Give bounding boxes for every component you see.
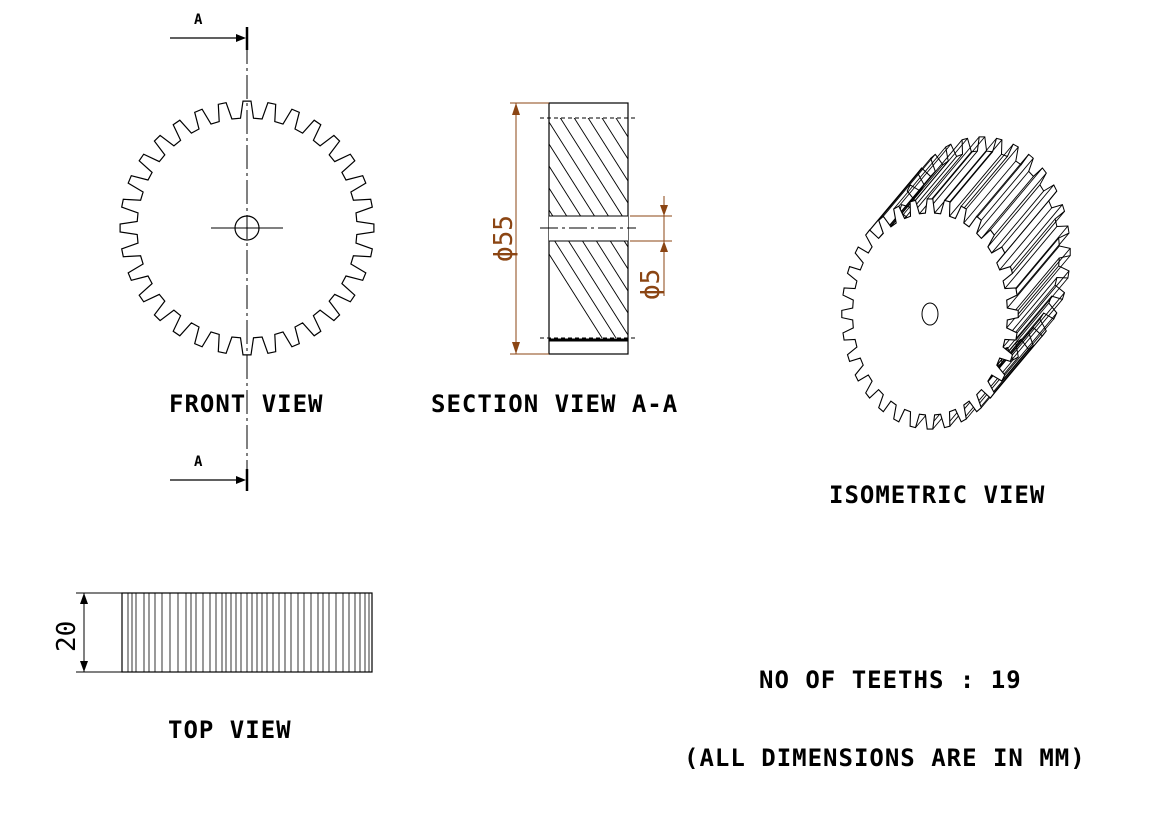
outer-diameter-dimension: ϕ55: [489, 215, 519, 262]
face-width-dimension: 20: [52, 620, 82, 652]
section-hatching: [549, 118, 628, 338]
isometric-view-label: ISOMETRIC VIEW: [829, 481, 1046, 509]
units-note: (ALL DIMENSIONS ARE IN MM): [684, 744, 1086, 772]
section-arrowhead-top: [236, 34, 246, 42]
front-gear-profile: [119, 100, 375, 356]
top-view-tooth-lines: [127, 593, 370, 672]
top-view-label: TOP VIEW: [168, 716, 292, 744]
front-view: [119, 27, 375, 491]
width-arrow-top: [80, 593, 88, 604]
front-view-label: FRONT VIEW: [169, 390, 324, 418]
section-view-label: SECTION VIEW A-A: [431, 390, 679, 418]
section-view: [510, 102, 672, 355]
section-marker-bottom-label: A: [194, 454, 204, 470]
isometric-gear: [841, 136, 1071, 430]
teeth-count-note: NO OF TEETHS : 19: [759, 666, 1022, 694]
isometric-view: [841, 136, 1071, 430]
width-arrow-bottom: [80, 661, 88, 672]
od-arrow-bottom: [512, 342, 520, 354]
top-view: [76, 592, 373, 673]
bore-diameter-dimension: ϕ5: [636, 268, 666, 300]
bore-arrow-top: [660, 205, 668, 216]
bore-arrow-bottom: [660, 241, 668, 252]
section-marker-top-label: A: [194, 12, 204, 28]
od-arrow-top: [512, 103, 520, 115]
section-arrowhead-bottom: [236, 476, 246, 484]
